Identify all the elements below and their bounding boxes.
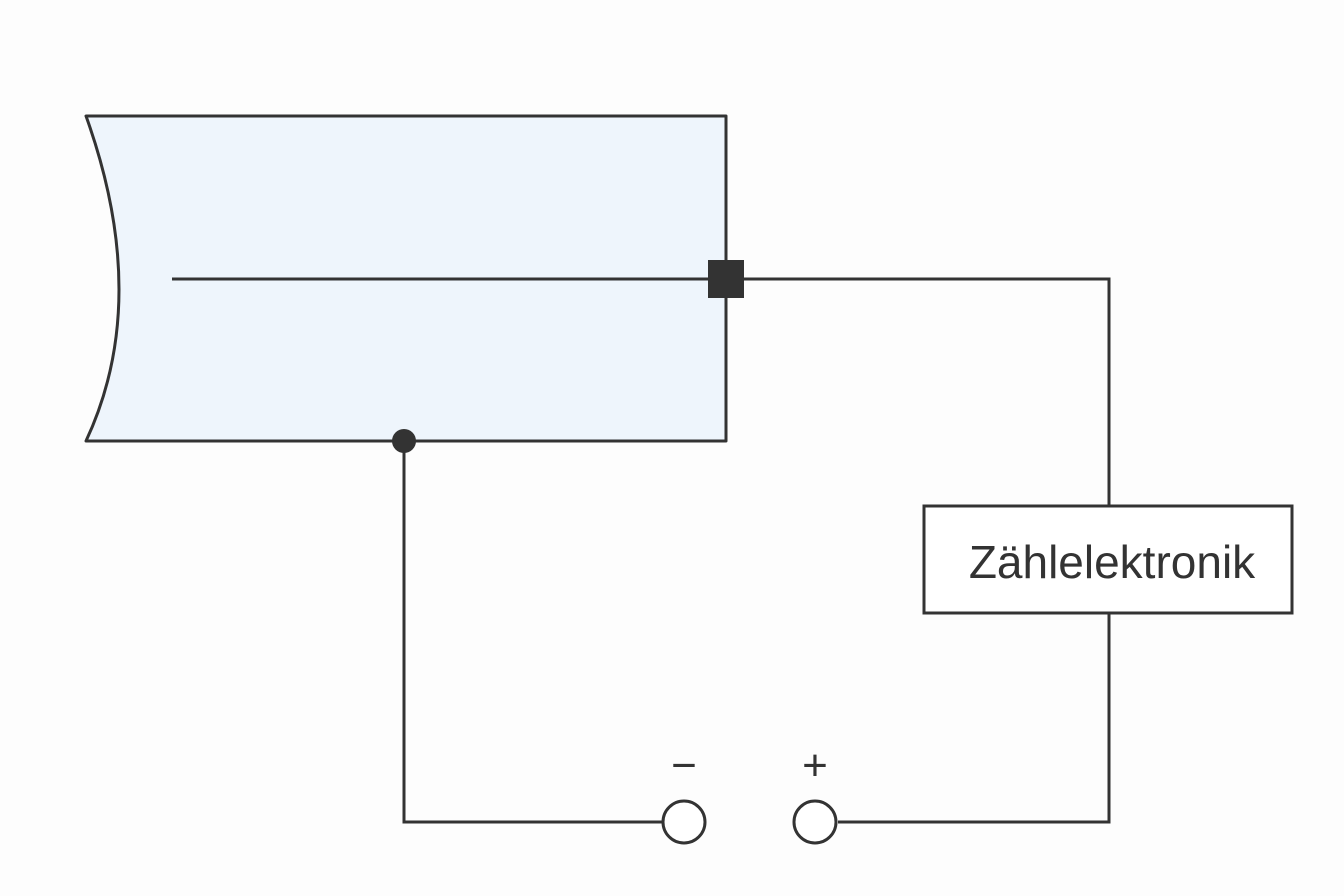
wire-cathode-to-negative — [402, 441, 662, 824]
cathode-contact — [392, 429, 416, 453]
negative-label: − — [671, 741, 697, 790]
positive-label: + — [802, 741, 828, 790]
negative-terminal — [661, 799, 707, 845]
positive-terminal — [792, 799, 838, 845]
wire-counter-to-positive — [838, 613, 1111, 824]
wire-anode-to-counter — [726, 277, 1111, 506]
anode-feedthrough — [708, 260, 744, 298]
counter-electronics-box — [922, 504, 1294, 615]
counter-electronics-label: Zählelektronik — [969, 536, 1256, 588]
